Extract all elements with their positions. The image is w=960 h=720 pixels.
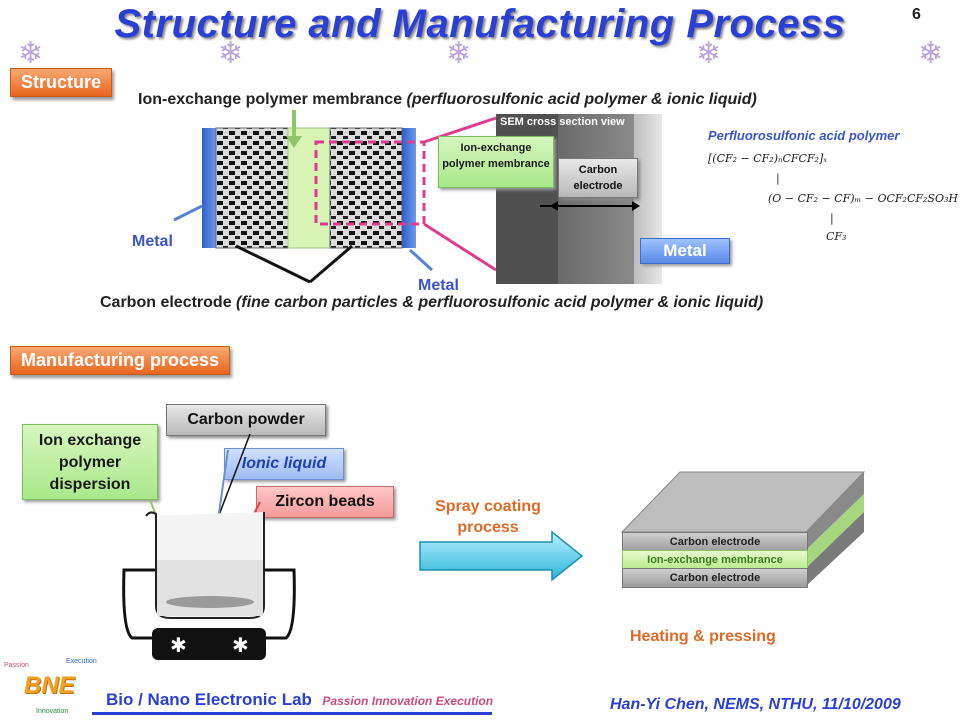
zoom-selection	[314, 140, 426, 226]
carbon-caption-main: Carbon electrode	[100, 294, 232, 311]
sem-membrane-label: Ion-exchange polymer membrance	[438, 136, 554, 188]
snowflake-icon: ❄	[696, 36, 722, 71]
carbon-caption: Carbon electrode (fine carbon particles …	[100, 294, 763, 312]
sem-title: SEM cross section view	[500, 116, 625, 128]
polymer-line-1: [(CF₂ − CF₂)ₙCFCF₂]ₓ	[708, 152, 828, 165]
logo-execution: Execution	[66, 658, 97, 665]
sem-image: SEM cross section view	[496, 114, 662, 284]
page-title: Structure and Manufacturing Process	[114, 2, 846, 46]
layer-middle: Ion-exchange membrance	[622, 550, 808, 570]
snowflake-icon: ❄	[918, 36, 944, 71]
metal-left-plate	[202, 128, 216, 248]
polymer-line-4: |	[830, 212, 834, 225]
sem-electrode-label: Carbon electrode	[558, 158, 638, 198]
layer-side-mid	[806, 494, 864, 568]
footer-rule	[92, 712, 492, 715]
carbon-electrode-left	[215, 127, 289, 249]
knob-left-icon: ✱	[170, 633, 187, 657]
footer-lab: Bio / Nano Electronic Lab Passion Innova…	[106, 690, 493, 710]
membrane-caption: Ion-exchange polymer membrance (perfluor…	[138, 91, 757, 109]
logo-innovation: Innovation	[36, 708, 69, 715]
beaker-beads	[166, 596, 254, 608]
lab-logo: Passion Execution BNE Innovation	[0, 652, 104, 720]
carbon-electrode-right	[329, 127, 403, 249]
process-arrow	[419, 530, 584, 582]
layer-side-bot	[806, 512, 864, 586]
membrane-arrow-head	[286, 136, 302, 148]
carbon-caption-detail: (fine carbon particles & perfluorosulfon…	[236, 294, 764, 311]
carbon-powder-label: Carbon powder	[166, 404, 326, 436]
logo-bne: BNE	[24, 672, 75, 699]
layer-stack	[620, 471, 866, 586]
metal-label-left: Metal	[132, 233, 173, 250]
metal-left-arrow	[173, 204, 203, 222]
structure-diagram	[173, 110, 497, 284]
sem-metal-label: Metal	[640, 238, 730, 264]
snowflake-icon: ❄	[446, 36, 472, 71]
polymer-line-5: CF₃	[826, 230, 847, 243]
hotplate-base	[152, 628, 266, 660]
author-date: Han-Yi Chen, NEMS, NTHU, 11/10/2009	[610, 696, 901, 713]
knob-right-icon: ✱	[232, 633, 249, 657]
metal-bottom-arrow	[408, 248, 434, 272]
section-label-manufacturing: Manufacturing process	[10, 346, 231, 375]
carbon-arrow-left	[235, 244, 311, 284]
beaker-illustration: ✱ ✱	[122, 433, 296, 660]
membrane-caption-main: Ion-exchange polymer membrance	[138, 91, 403, 108]
layer-bottom: Carbon electrode	[622, 568, 808, 588]
logo-passion: Passion	[4, 662, 29, 669]
polymer-line-2: |	[776, 172, 780, 185]
zircon-beads-label: Zircon beads	[256, 486, 394, 518]
metal-label-bottom: Metal	[418, 277, 459, 294]
spray-coating-label: Spray coating process	[435, 498, 541, 536]
snowflake-icon: ❄	[218, 36, 244, 71]
section-label-structure: Structure	[10, 68, 113, 97]
carbon-arrow-right	[309, 244, 353, 284]
zoom-line-top	[423, 116, 497, 144]
slide-number: 6	[912, 6, 921, 23]
sem-arrows	[540, 201, 640, 211]
membrane-caption-detail: (perfluorosulfonic acid polymer & ionic …	[406, 91, 757, 108]
ionic-liquid-label: Ionic liquid	[224, 448, 344, 480]
dispersion-label: Ion exchange polymer dispersion	[22, 424, 158, 500]
polymer-title: Perfluorosulfonic acid polymer	[708, 128, 900, 143]
metal-right-plate	[402, 128, 416, 248]
layer-side-top	[806, 472, 864, 550]
sem-mid-region	[558, 114, 634, 284]
heating-label: Heating & pressing	[630, 628, 776, 645]
layer-top: Carbon electrode	[622, 532, 808, 552]
polymer-line-3: (O − CF₂ − CF)ₘ − OCF₂CF₂SO₃H	[768, 192, 958, 205]
lab-tagline: Passion Innovation Execution	[322, 694, 494, 708]
snowflake-icon: ❄	[18, 36, 44, 71]
lab-name: Bio / Nano Electronic Lab	[106, 690, 312, 709]
zoom-line-bottom	[423, 222, 497, 272]
